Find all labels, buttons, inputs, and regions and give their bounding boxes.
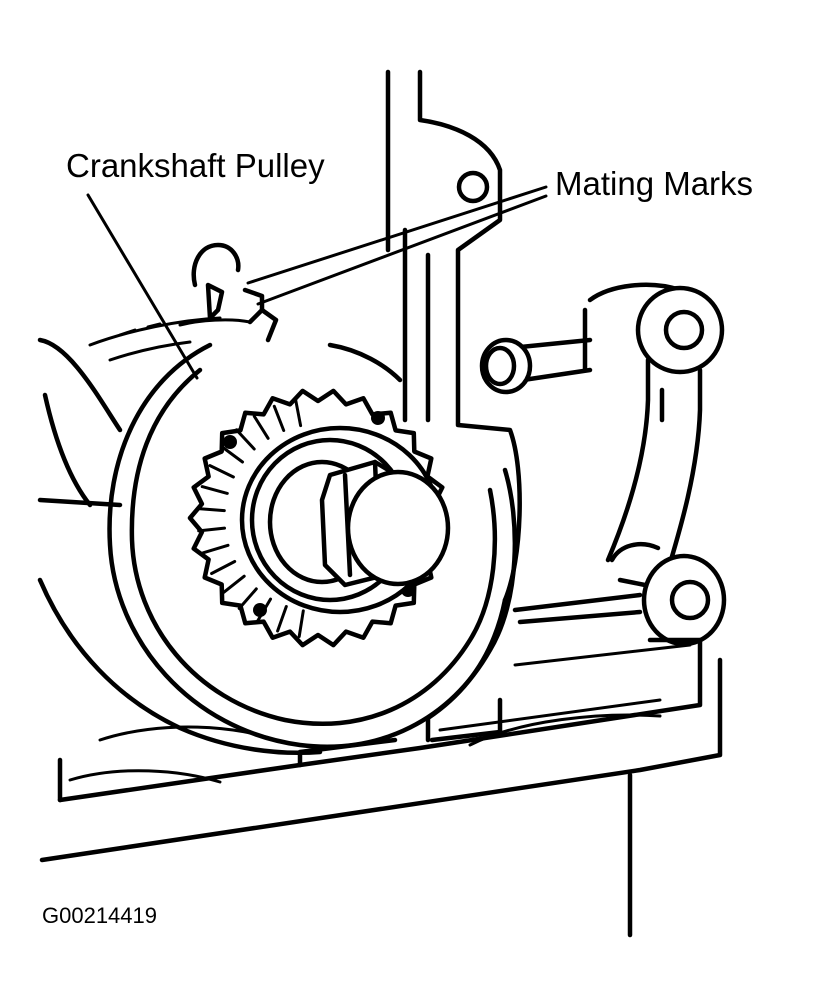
crankshaft-pulley-label: Crankshaft Pulley (66, 147, 325, 184)
mating-marks-label: Mating Marks (555, 165, 754, 202)
mating-marks-leader-lower (256, 194, 548, 306)
gear-tooth (235, 428, 256, 451)
oil-pan (39, 637, 723, 938)
idler-pulley (479, 282, 727, 647)
gear-tooth (222, 574, 246, 594)
gear-tooth (210, 560, 237, 575)
engine-block (37, 316, 323, 756)
gear-tooth (252, 414, 270, 440)
figure-id: G00214419 (42, 903, 157, 928)
pulley-flange (107, 342, 518, 749)
gear-tooth (237, 587, 258, 610)
leader-lines (86, 185, 548, 380)
crankshaft-pulley-leader (86, 193, 199, 380)
gear-tooth (197, 526, 226, 533)
timing-cover-plate (385, 69, 522, 743)
gear-tooth (220, 445, 244, 464)
gear-tooth (200, 485, 229, 495)
gear-tooth (294, 398, 303, 428)
gear-tooth (201, 543, 230, 555)
gear-tooth (297, 609, 305, 638)
crankshaft-bolt (239, 425, 451, 615)
gear-tooth (196, 507, 226, 513)
gear-tooth (272, 404, 286, 432)
mating-mark-pointer (178, 242, 279, 343)
mating-marks-leader-upper (246, 185, 548, 285)
gear-tooth (208, 464, 235, 479)
gear-tooth (276, 605, 288, 633)
